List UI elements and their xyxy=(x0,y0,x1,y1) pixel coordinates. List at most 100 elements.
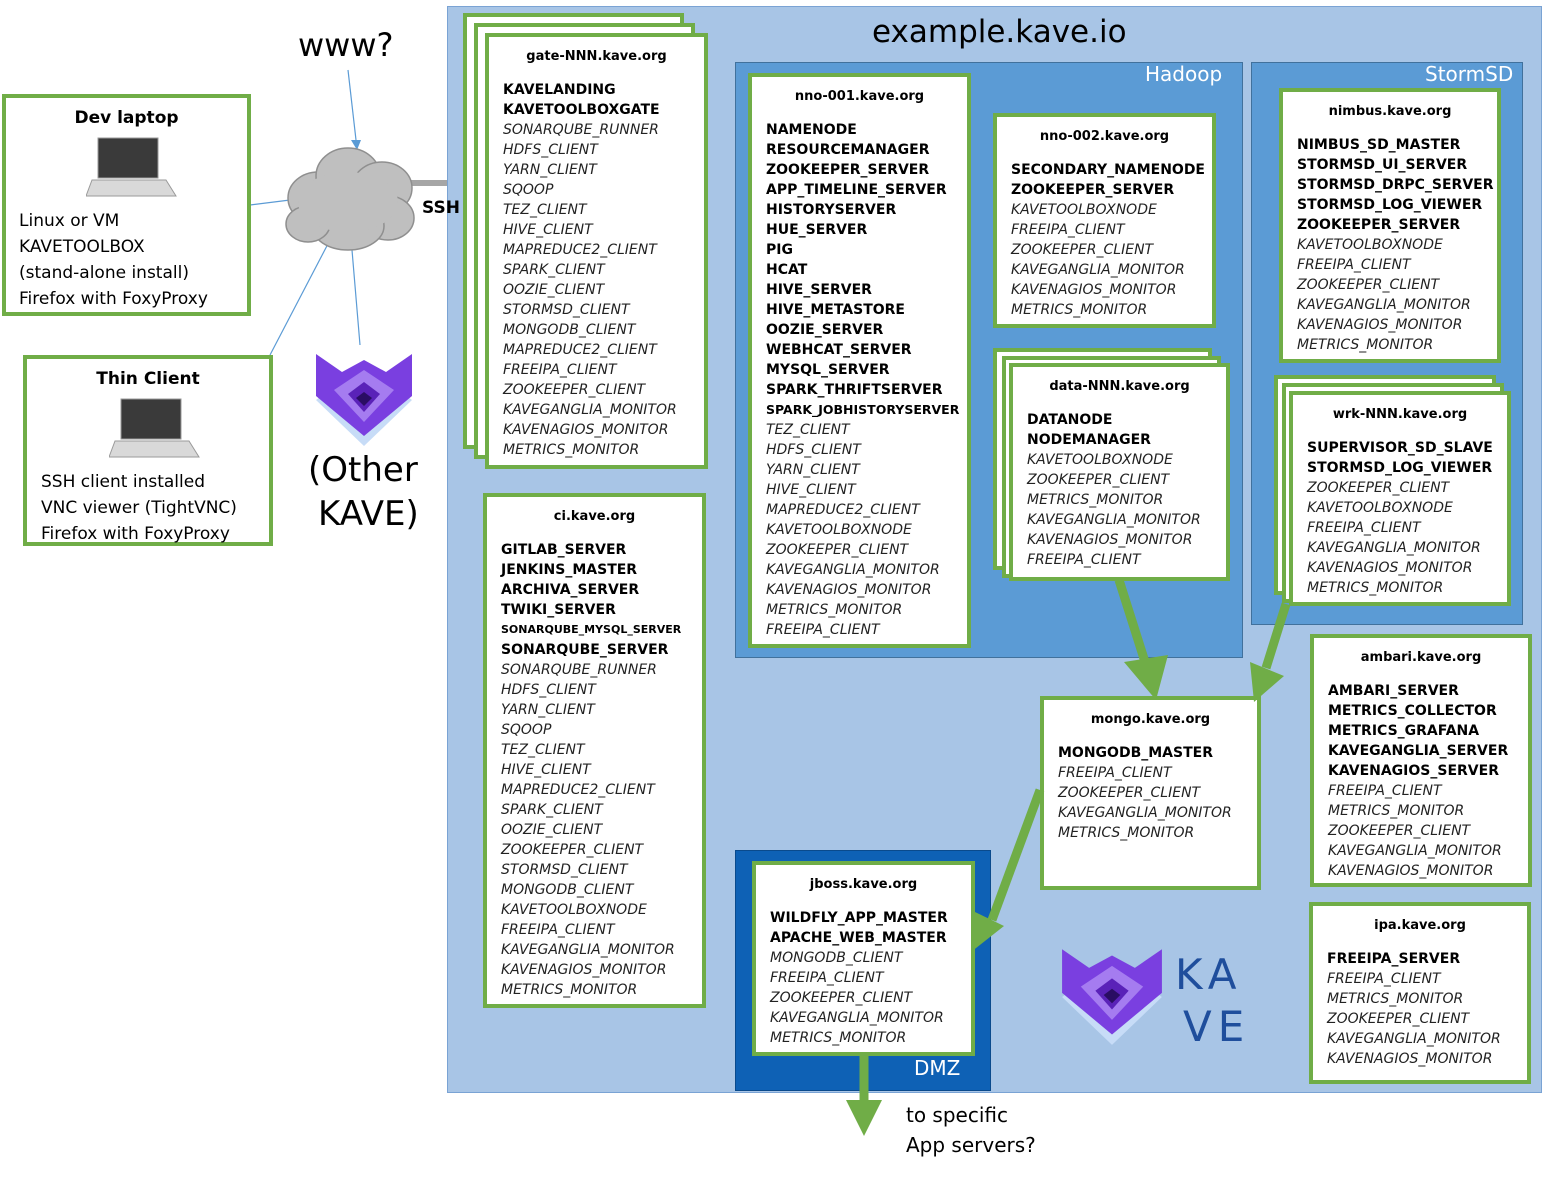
service-item: YARN_CLIENT xyxy=(503,162,597,178)
thin-client-title: Thin Client xyxy=(96,369,200,389)
service-item: TEZ_CLIENT xyxy=(503,202,587,218)
service-item: HIVE_CLIENT xyxy=(766,482,856,498)
service-item: FREEIPA_CLIENT xyxy=(1307,520,1421,536)
service-item: SONARQUBE_RUNNER xyxy=(501,662,657,678)
service-item: FREEIPA_CLIENT xyxy=(770,970,884,986)
service-item: METRICS_MONITOR xyxy=(503,442,640,458)
service-item: SONARQUBE_MYSQL_SERVER xyxy=(501,623,682,636)
service-item: ZOOKEEPER_CLIENT xyxy=(1027,472,1170,488)
node-title: jboss.kave.org xyxy=(809,877,918,892)
service-item: METRICS_MONITOR xyxy=(770,1030,907,1046)
service-list: AMBARI_SERVER METRICS_COLLECTOR METRICS_GR… xyxy=(1314,681,1528,881)
wrk-to-mongo-arrow xyxy=(1261,602,1291,670)
service-item: METRICS_MONITOR xyxy=(1328,803,1465,819)
mongo-to-jboss-arrow xyxy=(987,788,1045,922)
service-item: KAVEGANGLIA_MONITOR xyxy=(1027,512,1201,528)
service-item: ZOOKEEPER_CLIENT xyxy=(501,842,644,858)
thin-client-line: SSH client installed xyxy=(41,472,205,492)
data-to-mongo-arrow xyxy=(1114,578,1151,667)
service-item: ZOOKEEPER_SERVER xyxy=(766,162,930,178)
exit-label-line: to specific xyxy=(906,1103,1009,1127)
service-item: KAVEGANGLIA_MONITOR xyxy=(1307,540,1481,556)
service-item: STORMSD_LOG_VIEWER xyxy=(1297,197,1483,213)
service-item: MONGODB_CLIENT xyxy=(503,322,636,338)
service-item: FREEIPA_CLIENT xyxy=(1027,552,1141,568)
service-item: AMBARI_SERVER xyxy=(1328,683,1459,699)
service-item: METRICS_GRAFANA xyxy=(1328,723,1480,739)
service-item: KAVENAGIOS_MONITOR xyxy=(1307,560,1473,576)
service-item: OOZIE_CLIENT xyxy=(503,282,605,298)
service-item: ZOOKEEPER_CLIENT xyxy=(1058,785,1201,801)
service-item: MYSQL_SERVER xyxy=(766,362,890,378)
service-item: ZOOKEEPER_CLIENT xyxy=(503,382,646,398)
service-item: WEBHCAT_SERVER xyxy=(766,342,912,358)
service-item: NAMENODE xyxy=(766,122,857,138)
service-item: HCAT xyxy=(766,262,808,278)
internet-cloud-icon xyxy=(285,147,415,251)
service-item: KAVEGANGLIA_MONITOR xyxy=(770,1010,944,1026)
service-item: ZOOKEEPER_CLIENT xyxy=(1327,1011,1470,1027)
service-item: NODEMANAGER xyxy=(1027,432,1151,448)
laptop-icon xyxy=(86,137,177,197)
service-item: METRICS_MONITOR xyxy=(766,602,903,618)
node-title: data-NNN.kave.org xyxy=(1049,379,1190,394)
service-item: FREEIPA_CLIENT xyxy=(503,362,617,378)
service-item: KAVENAGIOS_MONITOR xyxy=(1327,1051,1493,1067)
service-item: SONARQUBE_SERVER xyxy=(501,642,669,658)
service-item: METRICS_MONITOR xyxy=(1297,337,1434,353)
service-item: APP_TIMELINE_SERVER xyxy=(766,182,947,198)
service-item: KAVEGANGLIA_MONITOR xyxy=(501,942,675,958)
service-item: OOZIE_SERVER xyxy=(766,322,884,338)
service-item: KAVENAGIOS_MONITOR xyxy=(1011,282,1177,298)
service-item: KAVETOOLBOXNODE xyxy=(501,902,647,918)
service-item: TEZ_CLIENT xyxy=(501,742,585,758)
service-item: STORMSD_LOG_VIEWER xyxy=(1307,460,1493,476)
service-item: SPARK_THRIFTSERVER xyxy=(766,382,943,398)
service-item: SPARK_CLIENT xyxy=(501,802,603,818)
dev-laptop-line: Firefox with FoxyProxy xyxy=(19,289,208,309)
service-item: MAPREDUCE2_CLIENT xyxy=(766,502,920,518)
service-item: SUPERVISOR_SD_SLAVE xyxy=(1307,440,1493,456)
service-item: ZOOKEEPER_CLIENT xyxy=(1011,242,1154,258)
service-item: HIVE_CLIENT xyxy=(501,762,591,778)
dev-laptop-line: Linux or VM xyxy=(19,211,120,231)
dev-laptop-box: Dev laptop Linux or VM KAVETOOLBOX (stan… xyxy=(2,94,251,316)
node-title: nno-002.kave.org xyxy=(1039,129,1170,144)
service-item: HIVE_SERVER xyxy=(766,282,872,298)
service-item: METRICS_COLLECTOR xyxy=(1328,703,1497,719)
dev-laptop-line: (stand-alone install) xyxy=(19,263,189,283)
service-item: OOZIE_CLIENT xyxy=(501,822,603,838)
service-item: HISTORYSERVER xyxy=(766,202,897,218)
arrowhead xyxy=(1124,655,1168,700)
domain-title: example.kave.io xyxy=(872,14,1127,50)
service-item: ZOOKEEPER_SERVER xyxy=(1011,182,1175,198)
exit-label-line: App servers? xyxy=(906,1133,1036,1157)
other-kave-connector xyxy=(351,249,361,346)
service-item: KAVEGANGLIA_MONITOR xyxy=(1328,843,1502,859)
service-item: KAVENAGIOS_MONITOR xyxy=(1328,863,1494,879)
service-item: STORMSD_CLIENT xyxy=(503,302,630,318)
node-title: nno-001.kave.org xyxy=(794,89,925,104)
node-title: gate-NNN.kave.org xyxy=(526,49,667,64)
service-item: FREEIPA_CLIENT xyxy=(501,922,615,938)
service-item: KAVEGANGLIA_MONITOR xyxy=(1297,297,1471,313)
service-item: STORMSD_UI_SERVER xyxy=(1297,157,1468,173)
service-item: SQOOP xyxy=(503,182,554,198)
zone-stormsd-label: StormSD xyxy=(1425,62,1514,86)
arrowhead xyxy=(971,912,1004,952)
service-item: KAVEGANGLIA_MONITOR xyxy=(766,562,940,578)
kave-wordmark-line: VE xyxy=(1183,1002,1251,1051)
service-item: KAVETOOLBOXNODE xyxy=(766,522,912,538)
other-kave-line: (Other xyxy=(308,450,418,490)
node-title: ci.kave.org xyxy=(553,509,636,524)
service-item: MAPREDUCE2_CLIENT xyxy=(501,782,655,798)
service-item: FREEIPA_CLIENT xyxy=(1297,257,1411,273)
